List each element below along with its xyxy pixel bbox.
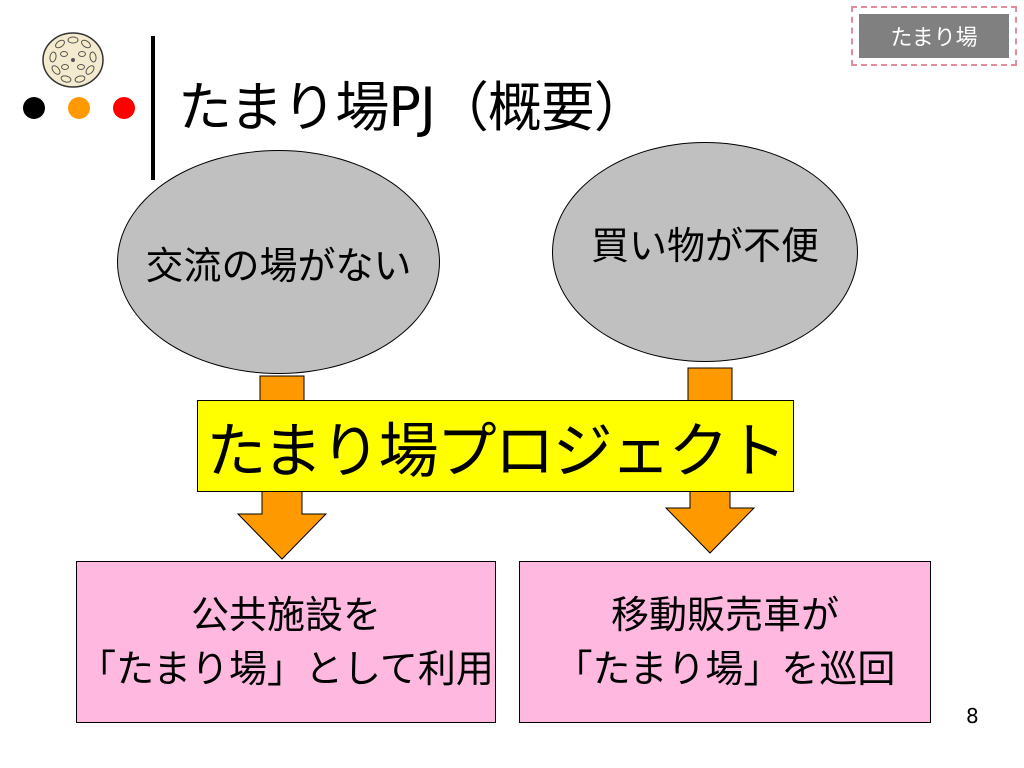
- dot-red: [113, 97, 135, 119]
- solution-box-public-facility: 公共施設を 「たまり場」として利用: [76, 561, 496, 723]
- page-title: たまり場PJ（概要）: [178, 76, 648, 139]
- problem-ellipse-social: 交流の場がない: [117, 150, 440, 374]
- problem-label-social: 交流の場がない: [145, 243, 412, 288]
- arrow-right-down-icon: [664, 490, 756, 554]
- project-label: たまり場プロジェクト: [206, 416, 786, 487]
- header-tag: たまり場: [851, 6, 1017, 66]
- lotus-logo-icon: [42, 32, 104, 88]
- solution-line: 「たまり場」を巡回: [554, 647, 896, 691]
- dot-orange: [68, 97, 90, 119]
- solution-line: 公共施設を: [190, 593, 381, 637]
- arrow-left-top-stem: [259, 375, 305, 403]
- solution-box-mobile-sales: 移動販売車が 「たまり場」を巡回: [519, 561, 931, 723]
- solution-line: 移動販売車が: [610, 593, 839, 637]
- header-tag-label: たまり場: [859, 14, 1009, 58]
- arrow-left-down-icon: [236, 490, 328, 560]
- title-divider: [151, 36, 155, 180]
- page-number: 8: [966, 704, 979, 728]
- solution-line: 「たまり場」として利用: [78, 647, 494, 691]
- problem-ellipse-shopping: 買い物が不便: [552, 142, 858, 362]
- dot-black: [23, 97, 45, 119]
- problem-label-shopping: 買い物が不便: [590, 223, 819, 268]
- three-dots-icon: [23, 97, 135, 119]
- project-banner: たまり場プロジェクト: [197, 400, 794, 492]
- arrow-right-top-stem: [687, 367, 733, 403]
